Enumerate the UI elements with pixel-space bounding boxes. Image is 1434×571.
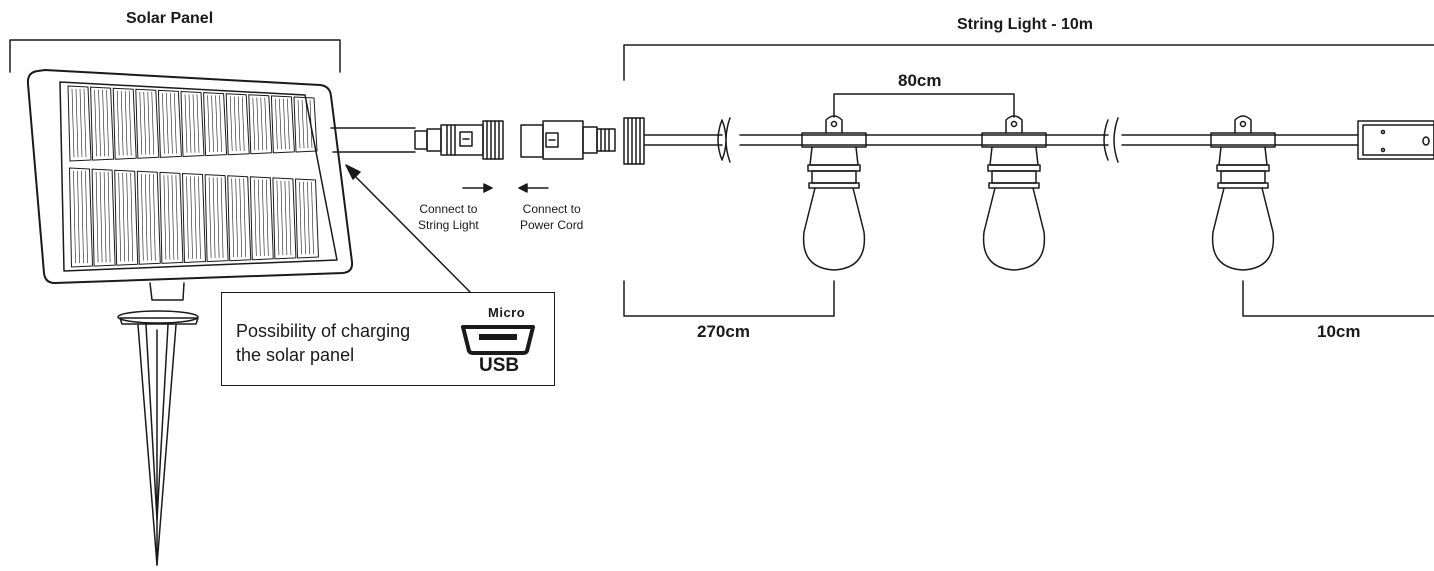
- connect-string-caption: Connect to String Light: [418, 201, 479, 233]
- solar-cell: [112, 87, 137, 160]
- tail-length-label: 10cm: [1317, 322, 1361, 341]
- connect-power-line1: Connect to: [522, 202, 581, 216]
- solar-cell: [114, 169, 139, 266]
- usb-charging-text: Possibility of charging the solar panel: [236, 319, 410, 367]
- solar-cell: [180, 91, 205, 157]
- usb-label: USB: [479, 355, 520, 376]
- solar-cell: [295, 178, 319, 259]
- solar-cell: [157, 89, 182, 158]
- usb-text-line1: Possibility of charging: [236, 321, 411, 341]
- usb-charging-box: Possibility of charging the solar panel …: [221, 292, 555, 386]
- bulb: [801, 115, 867, 271]
- solar-cell: [67, 85, 92, 162]
- end-plug: [1357, 120, 1434, 160]
- solar-cell: [90, 86, 115, 161]
- lead-length-label: 270cm: [697, 322, 750, 341]
- solar-cell: [182, 173, 206, 263]
- usb-micro-label: Micro: [488, 305, 526, 320]
- solar-cell: [204, 174, 229, 263]
- connector-male: [414, 120, 504, 160]
- connect-power-line2: Power Cord: [520, 218, 584, 232]
- bulb: [981, 115, 1047, 271]
- string-light-title: String Light - 10m: [957, 16, 1093, 33]
- solar-panel-bracket: [9, 39, 341, 73]
- micro-usb-icon: [461, 325, 535, 355]
- solar-panel: [26, 69, 354, 284]
- connector-female: [520, 120, 616, 160]
- solar-cell: [69, 167, 93, 268]
- connect-string-line1: Connect to: [419, 202, 478, 216]
- solar-cell: [249, 176, 274, 261]
- spacing-label: 80cm: [898, 71, 942, 90]
- solar-cell: [272, 177, 297, 260]
- ground-stake: [117, 282, 199, 566]
- charge-pointer: [351, 172, 471, 293]
- solar-cell: [248, 94, 273, 155]
- solar-cell: [293, 96, 318, 153]
- dimension-80cm: [833, 93, 1015, 118]
- connect-power-caption: Connect to Power Cord: [520, 201, 583, 233]
- string-wire: [643, 134, 1359, 146]
- solar-cell: [159, 171, 184, 264]
- connect-string-line2: String Light: [418, 218, 479, 232]
- dimension-270cm: [623, 280, 835, 317]
- solar-panel-title: Solar Panel: [126, 10, 214, 27]
- bulb: [1210, 115, 1276, 271]
- usb-text-line2: the solar panel: [236, 345, 355, 365]
- solar-cell: [135, 88, 160, 159]
- solar-cell: [227, 175, 252, 262]
- string-light-bracket: [623, 44, 1434, 81]
- panel-cable: [330, 127, 416, 153]
- solar-cell: [91, 168, 116, 267]
- solar-cell: [136, 170, 161, 265]
- dimension-10cm: [1242, 280, 1434, 317]
- string-connector: [623, 117, 645, 165]
- solar-cell: [225, 93, 250, 156]
- solar-cell: [203, 92, 228, 157]
- solar-cell: [270, 95, 295, 154]
